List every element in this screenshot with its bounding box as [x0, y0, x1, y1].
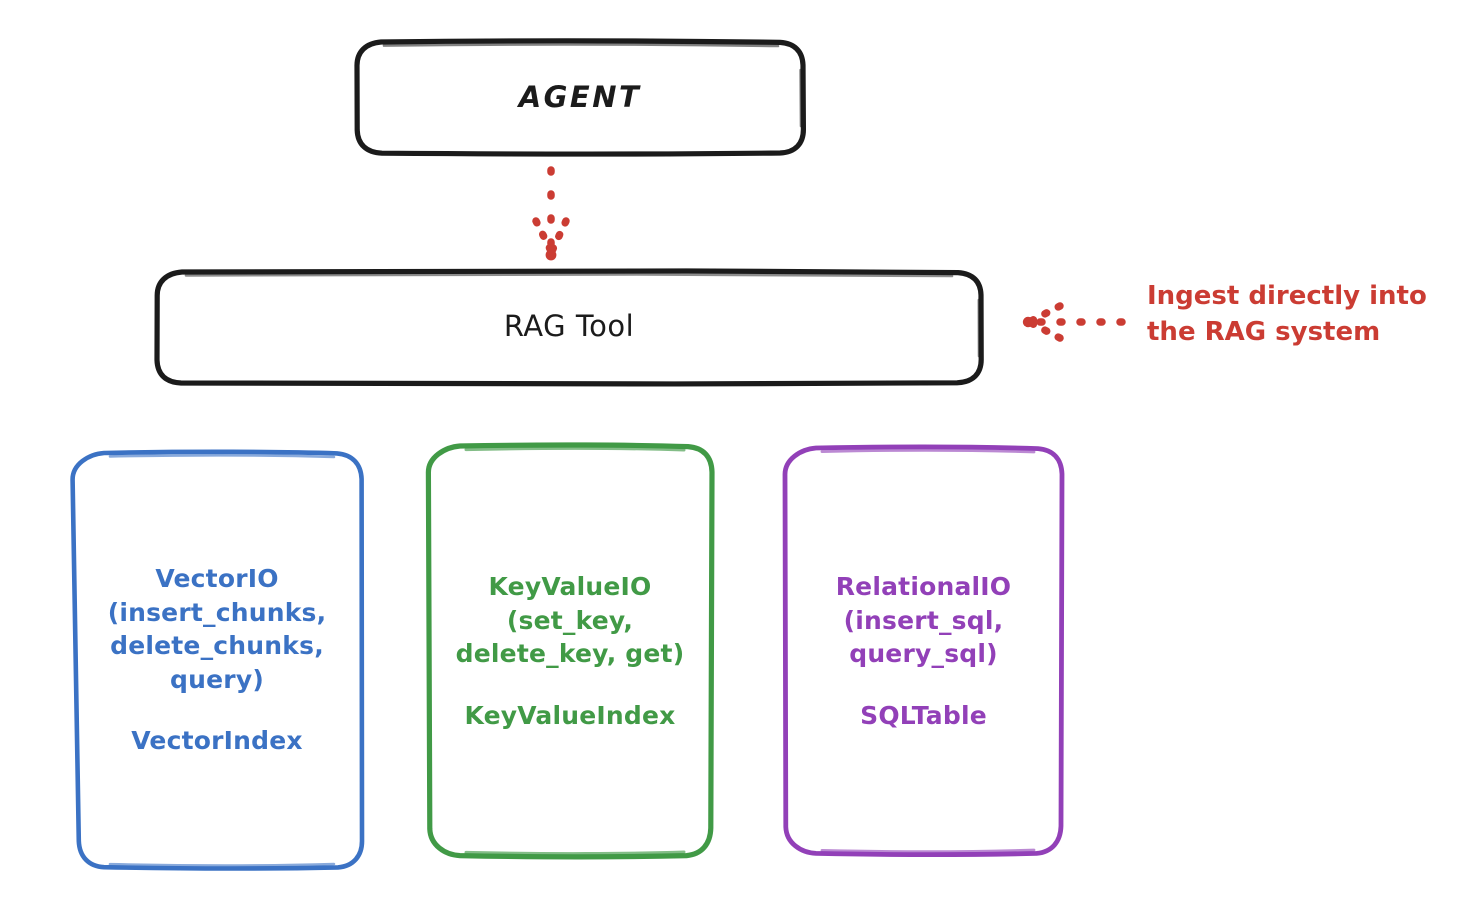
- rag-tool-node[interactable]: RAG Tool: [157, 271, 981, 383]
- agent-to-rag-tool-connector: [532, 166, 570, 261]
- ingest-to-rag-tool-connector: [1022, 302, 1126, 342]
- keyvalueio-api-label: KeyValueIO (set_key, delete_key, get): [455, 572, 685, 668]
- keyvalueio-index-label: KeyValueIndex: [464, 700, 676, 730]
- relationalio-api-label: RelationalIO (insert_sql, query_sql): [835, 572, 1012, 668]
- keyvalueio-node[interactable]: KeyValueIO (set_key, delete_key, get) Ke…: [428, 445, 712, 857]
- relationalio-node[interactable]: RelationalIO (insert_sql, query_sql) SQL…: [785, 447, 1062, 855]
- ingest-annotation-label: Ingest directly into the RAG system: [1147, 281, 1427, 348]
- agent-label: AGENT: [518, 79, 642, 114]
- vectorio-api-label: VectorIO (insert_chunks, delete_chunks, …: [107, 564, 327, 694]
- relationalio-table-label: SQLTable: [860, 700, 987, 730]
- agent-node[interactable]: AGENT: [357, 41, 803, 154]
- vectorio-node[interactable]: VectorIO (insert_chunks, delete_chunks, …: [72, 452, 362, 868]
- vectorio-index-label: VectorIndex: [131, 726, 303, 756]
- rag-tool-label: RAG Tool: [503, 309, 635, 344]
